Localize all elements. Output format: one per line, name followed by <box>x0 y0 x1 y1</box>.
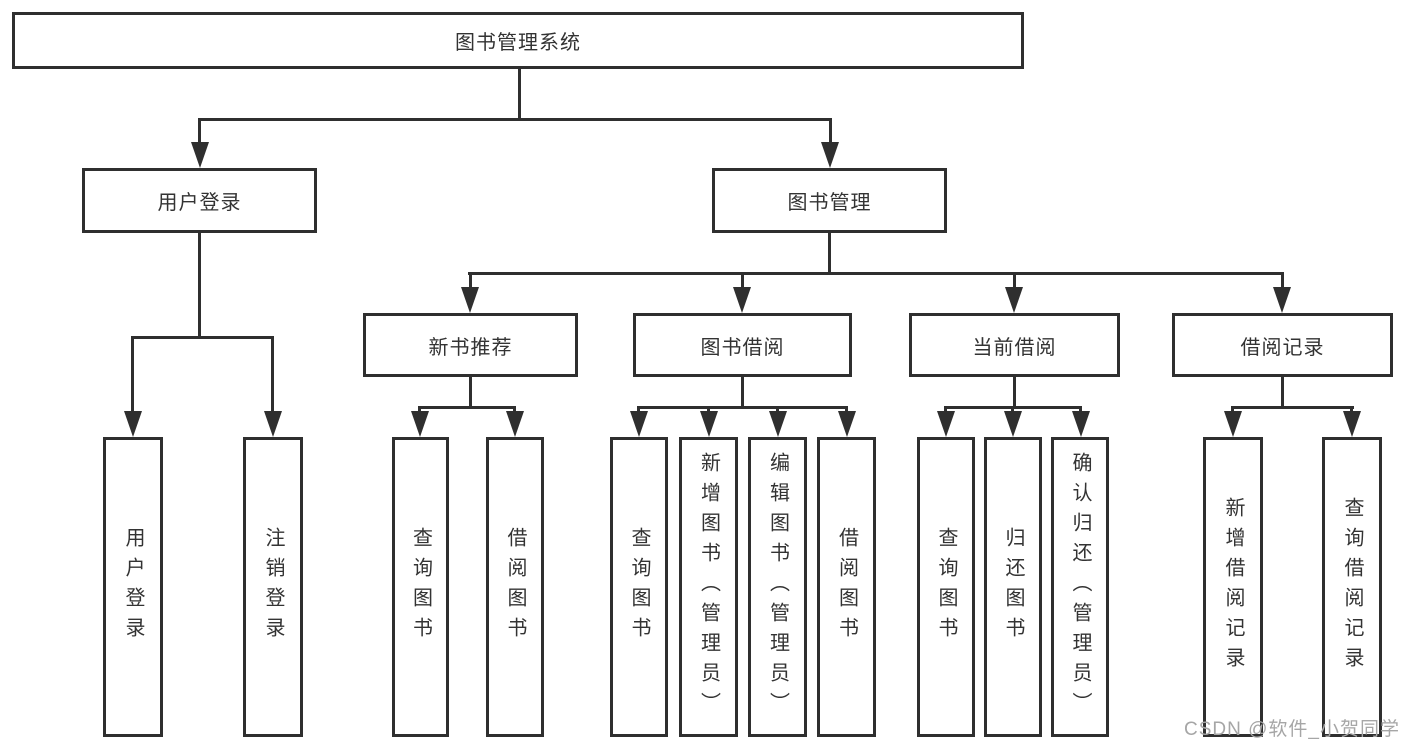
arrowhead-down-icon <box>264 411 282 437</box>
connector-line <box>1013 272 1016 290</box>
node-library-system: 图书管理系统 <box>12 12 1024 69</box>
arrowhead-down-icon <box>1072 411 1090 437</box>
connector-line <box>741 272 744 290</box>
arrowhead-down-icon <box>1005 287 1023 313</box>
leaf-return-books: 归还图书 <box>984 437 1042 737</box>
leaf-add-borrow-record: 新增借阅记录 <box>1203 437 1263 737</box>
connector-line <box>637 406 847 409</box>
leaf-borrow-books-borrowing: 借阅图书 <box>817 437 876 737</box>
arrowhead-down-icon <box>769 411 787 437</box>
leaf-edit-books-admin: 编辑图书（管理员） <box>748 437 807 737</box>
arrowhead-down-icon <box>733 287 751 313</box>
arrowhead-down-icon <box>191 142 209 168</box>
leaf-add-books-admin: 新增图书（管理员） <box>679 437 738 737</box>
connector-line <box>1281 377 1284 406</box>
connector-line <box>829 118 832 148</box>
connector-line <box>1281 272 1284 290</box>
arrowhead-down-icon <box>1343 411 1361 437</box>
connector-line <box>469 377 472 406</box>
leaf-confirm-return-admin: 确认归还（管理员） <box>1051 437 1109 737</box>
node-new-book-recommend: 新书推荐 <box>363 313 578 377</box>
leaf-query-borrow-record: 查询借阅记录 <box>1322 437 1382 737</box>
connector-line <box>131 336 274 339</box>
connector-line <box>1231 406 1354 409</box>
connector-line <box>271 336 274 415</box>
connector-line <box>1013 377 1016 406</box>
connector-line <box>828 233 831 272</box>
connector-line <box>198 118 201 148</box>
arrowhead-down-icon <box>461 287 479 313</box>
node-book-borrowing: 图书借阅 <box>633 313 852 377</box>
leaf-query-books-borrowing: 查询图书 <box>610 437 668 737</box>
connector-line <box>741 377 744 406</box>
arrowhead-down-icon <box>630 411 648 437</box>
arrowhead-down-icon <box>838 411 856 437</box>
node-borrowing-records: 借阅记录 <box>1172 313 1393 377</box>
connector-line <box>131 336 134 415</box>
arrowhead-down-icon <box>1224 411 1242 437</box>
leaf-query-books-current: 查询图书 <box>917 437 975 737</box>
arrowhead-down-icon <box>937 411 955 437</box>
connector-line <box>518 69 521 118</box>
leaf-logout: 注销登录 <box>243 437 303 737</box>
connector-line <box>468 272 1283 275</box>
watermark: CSDN @软件_小贺同学 <box>1184 719 1400 740</box>
node-user-login: 用户登录 <box>82 168 317 233</box>
arrowhead-down-icon <box>1004 411 1022 437</box>
arrowhead-down-icon <box>124 411 142 437</box>
arrowhead-down-icon <box>1273 287 1291 313</box>
arrowhead-down-icon <box>506 411 524 437</box>
leaf-query-books-recommend: 查询图书 <box>392 437 449 737</box>
arrowhead-down-icon <box>411 411 429 437</box>
connector-line <box>418 406 516 409</box>
node-book-management: 图书管理 <box>712 168 947 233</box>
arrowhead-down-icon <box>700 411 718 437</box>
connector-line <box>469 272 472 290</box>
leaf-user-login: 用户登录 <box>103 437 163 737</box>
leaf-borrow-books-recommend: 借阅图书 <box>486 437 544 737</box>
connector-line <box>198 118 832 121</box>
arrowhead-down-icon <box>821 142 839 168</box>
node-current-borrowing: 当前借阅 <box>909 313 1120 377</box>
connector-line <box>198 233 201 336</box>
